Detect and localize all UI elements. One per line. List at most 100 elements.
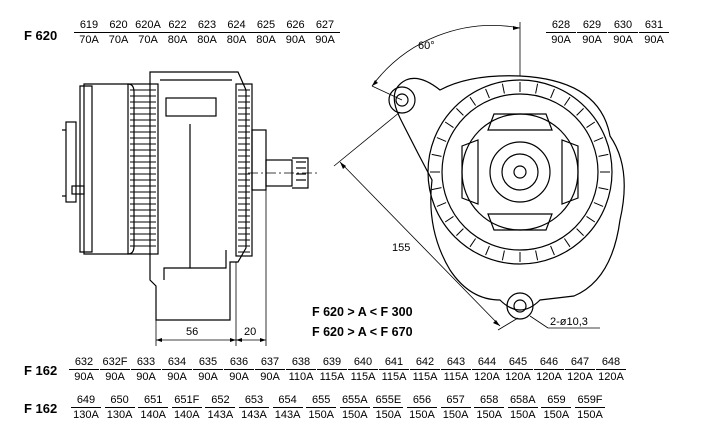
amperage: 90A [644, 34, 664, 46]
amperage: 143A [241, 409, 267, 421]
part-code: 658 [474, 394, 505, 408]
amperage: 143A [274, 409, 301, 421]
part-code: 653 [239, 394, 269, 408]
amperage: 150A [543, 409, 570, 421]
part-code: 637 [255, 356, 285, 370]
amperage: 150A [308, 409, 335, 421]
compatibility-notes: F 620 > A < F 300 F 620 > A < F 670 [312, 302, 413, 342]
part-code: 659F [575, 394, 605, 408]
amperage: 120A [474, 371, 500, 383]
part-code: 657 [440, 394, 471, 408]
part-code: 627 [310, 19, 340, 33]
amperage: 90A [198, 371, 218, 383]
part-code: 620 [103, 19, 134, 33]
amperage: 150A [341, 409, 368, 421]
amperage: 110A [288, 371, 314, 383]
part-code: 632 [69, 356, 99, 370]
part-code: 624 [221, 19, 252, 33]
amperage: 120A [567, 371, 593, 383]
dimension-56: 56 [186, 326, 199, 338]
amperage: 90A [260, 371, 280, 383]
amperage: 80A [197, 34, 217, 46]
part-code: 658A [507, 394, 538, 408]
part-code: 655E [373, 394, 404, 408]
amperage: 115A [443, 371, 469, 383]
note-line-2: F 620 > A < F 670 [312, 325, 413, 339]
part-code: 640 [348, 356, 378, 370]
part-code: 623 [192, 19, 222, 33]
amperage: 115A [350, 371, 376, 383]
amperage: 90A [285, 34, 306, 46]
dimension-holes: 2-ø10,3 [550, 316, 588, 328]
part-code: 628 [546, 19, 576, 33]
part-code: 659 [541, 394, 572, 408]
amperage: 80A [226, 34, 247, 46]
part-code: 655 [306, 394, 337, 408]
part-code: 644 [472, 356, 502, 370]
amperage: 90A [551, 34, 571, 46]
amperage: 115A [412, 371, 438, 383]
part-code: 642 [410, 356, 440, 370]
part-code: 649 [71, 394, 101, 408]
part-code: 655A [339, 394, 370, 408]
part-code: 622 [162, 19, 193, 33]
amperage: 150A [476, 409, 503, 421]
front-view [333, 22, 625, 331]
part-code: 650 [104, 394, 135, 408]
series-label-f162-b: F 162 [24, 401, 58, 416]
part-code: 626 [280, 19, 311, 33]
part-code: 625 [251, 19, 281, 33]
amperage: 130A [73, 409, 99, 421]
amperage: 80A [167, 34, 188, 46]
part-code: 638 [286, 356, 316, 370]
amperage: 90A [167, 371, 187, 383]
amperage: 70A [79, 34, 99, 46]
series-label-f620: F 620 [24, 28, 58, 43]
amperage: 120A [536, 371, 562, 383]
amperage: 140A [140, 409, 167, 421]
amperage: 150A [577, 409, 603, 421]
note-line-1: F 620 > A < F 300 [312, 305, 413, 319]
amperage: 150A [442, 409, 469, 421]
part-code: 639 [317, 356, 347, 370]
amperage: 150A [409, 409, 435, 421]
amperage: 150A [509, 409, 536, 421]
part-code: 631 [639, 19, 669, 33]
part-code: 652 [205, 394, 236, 408]
amperage: 90A [74, 371, 94, 383]
dimension-20: 20 [244, 326, 257, 338]
amperage: 90A [105, 371, 125, 383]
part-code: 647 [565, 356, 595, 370]
dimension-155: 155 [392, 242, 411, 254]
part-code: 635 [193, 356, 223, 370]
